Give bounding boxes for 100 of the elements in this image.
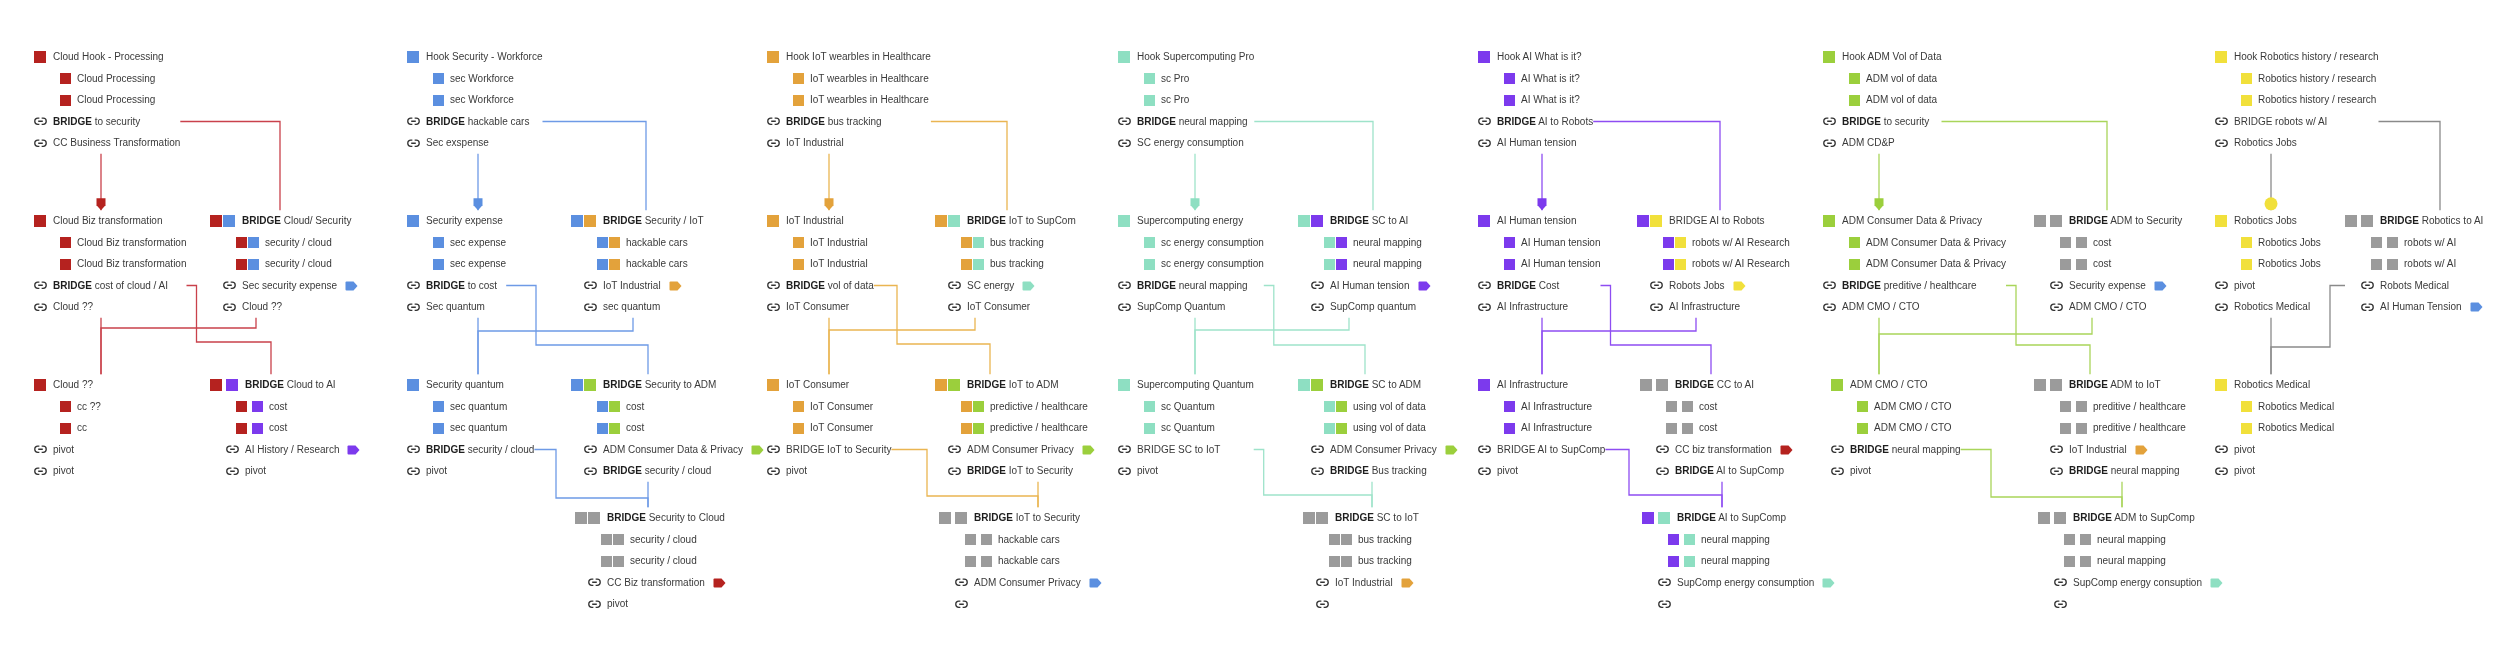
subtopic-label: sc energy consumption bbox=[1161, 258, 1264, 270]
link-label: pivot bbox=[2234, 443, 2256, 456]
subtopic-label: cc bbox=[77, 422, 87, 434]
topic-heading: BRIDGE ADM to Security bbox=[2069, 215, 2183, 227]
subtopic-label: Robotics history / research bbox=[2258, 72, 2377, 85]
link-label: IoT Industrial bbox=[786, 137, 844, 149]
subtopic-label: preditive / healthcare bbox=[2093, 400, 2186, 413]
connector-line bbox=[873, 284, 991, 375]
subtopic-label: neural mapping bbox=[2097, 533, 2166, 546]
subtopic-label: sc energy consumption bbox=[1161, 236, 1264, 249]
subtopic-label: neural mapping bbox=[2097, 555, 2166, 567]
connector-line bbox=[1541, 317, 1697, 375]
subtopic-label: ADM Consumer Data & Privacy bbox=[1866, 258, 2007, 270]
link-label: BRIDGE hackable cars bbox=[426, 115, 530, 128]
subtopic-label: Robotics history / research bbox=[2258, 94, 2377, 106]
link-label: CC Biz transformation bbox=[607, 576, 705, 589]
connector-line bbox=[1194, 317, 1350, 375]
link-label: Security expense bbox=[2069, 279, 2146, 292]
link-label: BRIDGE robots w/ AI bbox=[2234, 115, 2328, 128]
link-label: BRIDGE AI to SupComp bbox=[1497, 443, 1606, 456]
link-label: BRIDGE security / cloud bbox=[603, 465, 712, 477]
topic-heading: Hook IoT wearbles in Healthcare bbox=[786, 51, 931, 63]
link-label: pivot bbox=[426, 465, 448, 477]
link-label: Cloud ?? bbox=[53, 301, 94, 313]
subtopic-label: sec expense bbox=[450, 236, 507, 249]
subtopic-label: Robotics Jobs bbox=[2258, 258, 2321, 270]
topic-heading: BRIDGE ADM to IoT bbox=[2069, 379, 2161, 391]
subtopic-label: ADM vol of data bbox=[1866, 72, 1938, 85]
link-label: BRIDGE SC to IoT bbox=[1137, 443, 1221, 456]
connector-line bbox=[1878, 317, 2093, 375]
topic-heading: Hook Supercomputing Pro bbox=[1137, 51, 1255, 63]
topic-heading: BRIDGE IoT to Security bbox=[974, 512, 1080, 524]
link-label: CC Business Transformation bbox=[53, 137, 181, 149]
link-label: BRIDGE IoT to Security bbox=[786, 443, 892, 456]
link-label: CC biz transformation bbox=[1675, 443, 1772, 456]
topic-heading: Hook ADM Vol of Data bbox=[1842, 51, 1942, 63]
link-label: SupComp Quantum bbox=[1137, 301, 1226, 313]
connector-line bbox=[1592, 120, 1721, 211]
topic-heading: BRIDGE Security to ADM bbox=[603, 379, 717, 391]
topic-heading: BRIDGE Security to Cloud bbox=[607, 512, 725, 524]
subtopic-label: security / cloud bbox=[630, 555, 697, 567]
link-label: Sec security expense bbox=[242, 279, 338, 292]
connector-line bbox=[185, 284, 272, 375]
link-label: Robotics Medical bbox=[2234, 301, 2311, 313]
subtopic-label: hackable cars bbox=[626, 258, 688, 270]
topic-heading: AI Human tension bbox=[1497, 215, 1577, 227]
subtopic-label: IoT Consumer bbox=[810, 422, 874, 434]
subtopic-label: AI Human tension bbox=[1521, 236, 1601, 249]
topic-heading: Security expense bbox=[426, 215, 503, 227]
subtopic-label: IoT Consumer bbox=[810, 400, 874, 413]
subtopic-label: cost bbox=[626, 400, 645, 413]
subtopic-label: neural mapping bbox=[1353, 236, 1422, 249]
link-label: ADM CMO / CTO bbox=[1842, 301, 1920, 313]
connector-line bbox=[930, 120, 1008, 211]
link-label: Sec exspense bbox=[426, 137, 489, 149]
connector-line bbox=[1263, 284, 1366, 375]
link-label: IoT Industrial bbox=[1335, 576, 1393, 589]
link-label: IoT Consumer bbox=[786, 301, 850, 313]
link-label: ADM CMO / CTO bbox=[2069, 301, 2147, 313]
link-label: pivot bbox=[1497, 465, 1519, 477]
link-label: BRIDGE AI to SupComp bbox=[1675, 465, 1784, 477]
topic-heading: BRIDGE Security / IoT bbox=[603, 215, 704, 227]
connector-line bbox=[2270, 284, 2346, 375]
connector-line bbox=[541, 120, 647, 211]
connector-line bbox=[1940, 120, 2108, 211]
link-label: BRIDGE preditive / healthcare bbox=[1842, 279, 1977, 292]
link-label: ADM Consumer Privacy bbox=[1330, 443, 1437, 456]
subtopic-label: sec quantum bbox=[450, 422, 508, 434]
topic-heading: Cloud Biz transformation bbox=[53, 215, 163, 227]
topic-heading: Cloud Hook - Processing bbox=[53, 51, 164, 63]
subtopic-label: cost bbox=[269, 422, 288, 434]
topic-heading: BRIDGE Cloud to AI bbox=[245, 379, 336, 391]
link-label: BRIDGE to security bbox=[53, 115, 141, 128]
link-label: AI Human tension bbox=[1330, 279, 1410, 292]
subtopic-label: sc Quantum bbox=[1161, 422, 1215, 434]
link-label: pivot bbox=[607, 598, 629, 610]
topic-heading: IoT Industrial bbox=[786, 215, 844, 227]
topic-heading: Hook Robotics history / research bbox=[2234, 51, 2379, 63]
link-label: AI Infrastructure bbox=[1669, 301, 1741, 313]
link-label: BRIDGE vol of data bbox=[786, 279, 874, 292]
subtopic-label: Robotics Medical bbox=[2258, 400, 2335, 413]
subtopic-label: IoT wearbles in Healthcare bbox=[810, 72, 929, 85]
link-label: Robots Medical bbox=[2380, 279, 2449, 292]
subtopic-label: cost bbox=[626, 422, 645, 434]
link-label: ADM Consumer Privacy bbox=[967, 443, 1074, 456]
subtopic-label: bus tracking bbox=[1358, 533, 1412, 546]
topic-heading: BRIDGE IoT to ADM bbox=[967, 379, 1059, 391]
connector-line bbox=[2005, 284, 2091, 375]
connector-line bbox=[647, 481, 649, 508]
subtopic-label: IoT Industrial bbox=[810, 236, 868, 249]
link-label: BRIDGE neural mapping bbox=[1137, 115, 1248, 128]
subtopic-label: AI What is it? bbox=[1521, 94, 1580, 106]
subtopic-label: sc Pro bbox=[1161, 72, 1190, 85]
subtopic-label: preditive / healthcare bbox=[2093, 422, 2186, 434]
subtopic-label: Cloud Biz transformation bbox=[77, 236, 187, 249]
subtopic-label: bus tracking bbox=[990, 258, 1044, 270]
subtopic-label: neural mapping bbox=[1701, 555, 1770, 567]
topic-heading: Cloud ?? bbox=[53, 379, 94, 391]
subtopic-label: AI Infrastructure bbox=[1521, 400, 1593, 413]
connector-line bbox=[828, 317, 976, 375]
